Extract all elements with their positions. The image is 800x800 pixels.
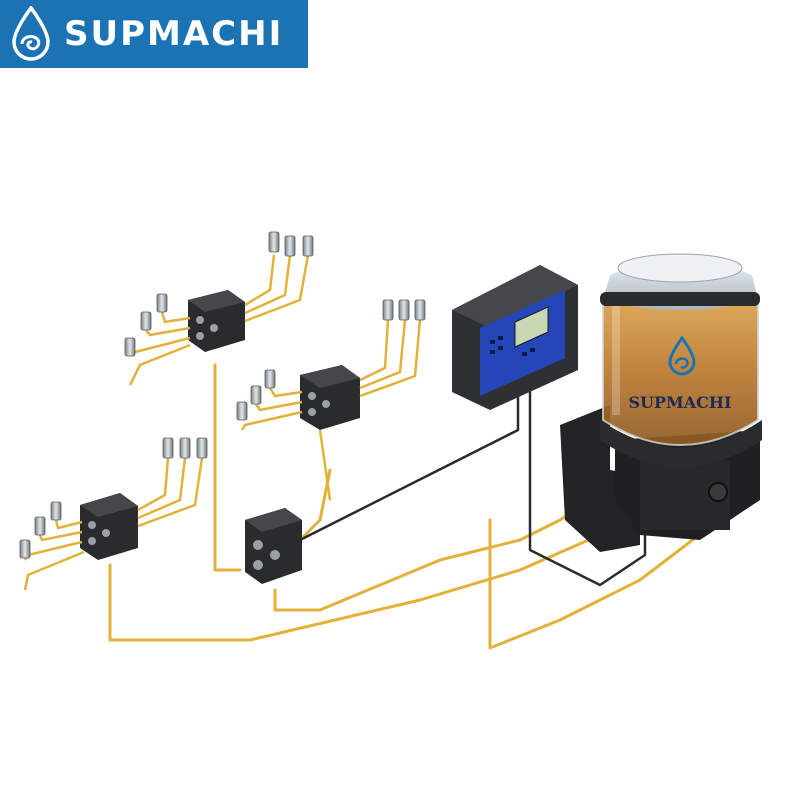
- divider-valve-4: [245, 508, 302, 584]
- divider-valve-2: [300, 365, 360, 430]
- reservoir-brand-label: SUPMACHI: [629, 393, 732, 412]
- controller-unit: [452, 265, 578, 410]
- reservoir-logo-icon: [668, 335, 696, 376]
- brand-banner: SUPMACHI: [0, 0, 308, 68]
- branch-tubes-3: [23, 457, 204, 591]
- grease-fittings: [19, 231, 426, 559]
- brand-name: SUPMACHI: [64, 14, 284, 54]
- pump-reservoir: [560, 253, 762, 552]
- electrical-cables: [298, 378, 647, 587]
- water-drop-swirl-icon: [12, 6, 50, 61]
- divider-valve-1: [188, 290, 245, 352]
- branch-tubes-2: [240, 319, 422, 501]
- divider-valve-3: [80, 493, 138, 560]
